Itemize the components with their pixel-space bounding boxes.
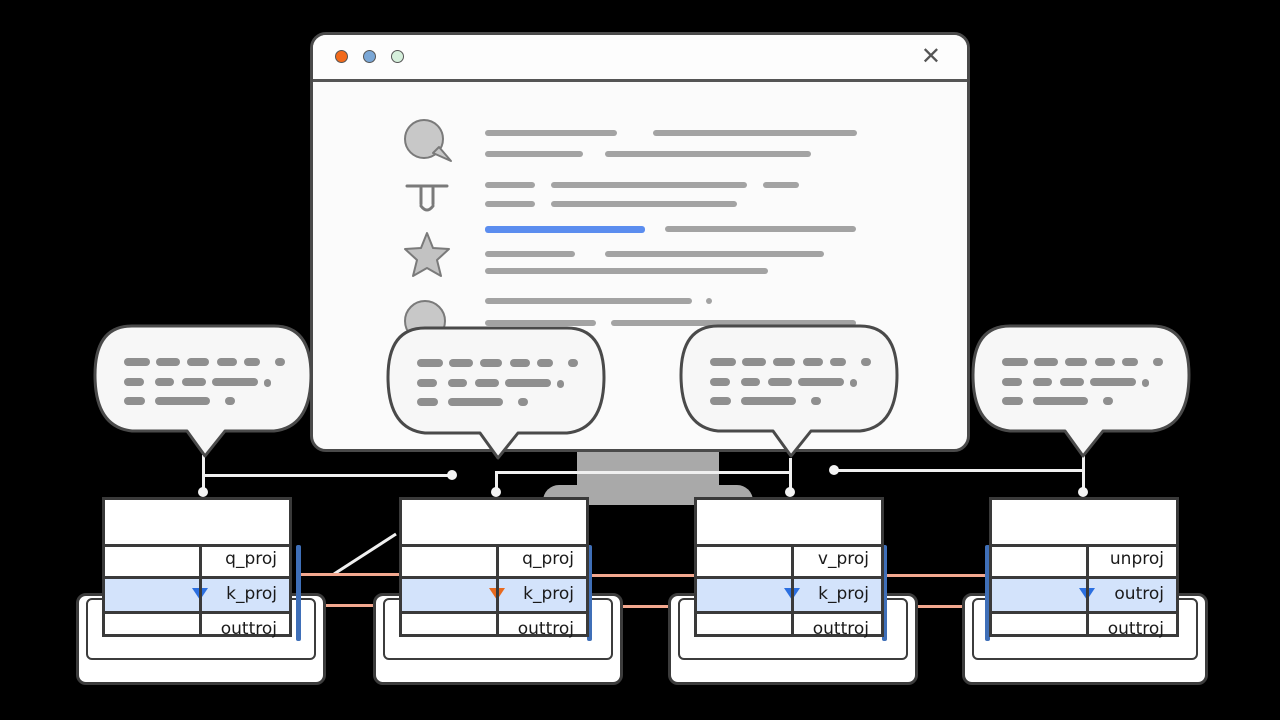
module-side-edge (587, 545, 592, 641)
module-link (300, 573, 400, 576)
row-label: q_proj (522, 549, 574, 569)
row-label: k_proj (523, 584, 574, 604)
text-line (485, 251, 575, 257)
minimize-traffic-light[interactable] (363, 50, 376, 63)
text-line (665, 226, 856, 232)
row-label: q_proj (225, 549, 277, 569)
module-row[interactable]: outtroj (105, 614, 289, 646)
speech-bubble-1 (92, 323, 314, 461)
module-divider (496, 544, 499, 634)
module-row[interactable]: q_proj (402, 544, 586, 579)
speech-bubble-3 (678, 323, 900, 461)
row-label: outroj (1114, 584, 1164, 604)
connector-line (789, 458, 792, 491)
monitor-stand-neck (577, 452, 719, 488)
module-block-top (697, 500, 881, 547)
text-line (653, 130, 857, 136)
connector-node (447, 470, 457, 480)
row-label: unproj (1109, 549, 1164, 569)
module-block-top (992, 500, 1176, 547)
module-row-highlighted[interactable]: k_proj (402, 579, 586, 614)
text-line (605, 251, 824, 257)
text-dot (706, 298, 712, 304)
row-label: outtroj (1107, 619, 1164, 639)
connector-node (1078, 487, 1088, 497)
maximize-traffic-light[interactable] (391, 50, 404, 63)
star-icon (404, 232, 450, 277)
speech-bubble-2 (385, 325, 607, 463)
connector-line (203, 474, 453, 477)
highlighted-link[interactable] (485, 226, 645, 233)
tap-pin-icon (405, 184, 449, 212)
module-block-3[interactable]: v_proj k_proj outtroj (694, 497, 884, 639)
module-divider (791, 544, 794, 634)
row-label: outtroj (517, 619, 574, 639)
module-row[interactable]: outtroj (992, 614, 1176, 646)
connector-node (491, 487, 501, 497)
module-block-1[interactable]: q_proj k_proj outtroj (102, 497, 292, 639)
module-link (885, 605, 990, 608)
module-side-edge (296, 545, 301, 641)
module-row-highlighted[interactable]: k_proj (105, 579, 289, 614)
text-line (485, 201, 535, 207)
text-line (485, 130, 617, 136)
speech-bubble-4 (970, 323, 1192, 461)
module-link (590, 574, 695, 577)
module-row[interactable]: unproj (992, 544, 1176, 579)
text-line (485, 298, 692, 304)
text-line (485, 151, 583, 157)
diagonal-connector (333, 532, 397, 576)
text-line (551, 182, 747, 188)
row-label: v_proj (817, 549, 869, 569)
close-traffic-light[interactable] (335, 50, 348, 63)
module-link (590, 605, 695, 608)
connector-node (829, 465, 839, 475)
module-row[interactable]: outtroj (402, 614, 586, 646)
module-divider (1086, 544, 1089, 634)
module-row-highlighted[interactable]: outroj (992, 579, 1176, 614)
connector-line (835, 469, 1085, 472)
module-side-edge (882, 545, 887, 641)
close-icon[interactable]: ✕ (920, 42, 941, 70)
module-block-2[interactable]: q_proj k_proj outtroj (399, 497, 589, 639)
text-line (605, 151, 811, 157)
connector-line (495, 471, 498, 491)
text-line (763, 182, 799, 188)
module-link (300, 604, 400, 607)
text-line (485, 320, 596, 326)
connector-line (202, 455, 205, 491)
chat-bubble-icon (404, 119, 452, 162)
text-line (485, 268, 768, 274)
module-row-highlighted[interactable]: k_proj (697, 579, 881, 614)
module-divider (199, 544, 202, 634)
row-label: k_proj (818, 584, 869, 604)
module-side-edge (985, 545, 990, 641)
connector-line (1082, 455, 1085, 491)
connector-node (198, 487, 208, 497)
module-block-top (402, 500, 586, 547)
row-label: outtroj (220, 619, 277, 639)
connector-line (496, 471, 792, 474)
connector-node (785, 487, 795, 497)
text-line (485, 182, 535, 188)
text-line (611, 320, 856, 326)
module-block-4[interactable]: unproj outroj outtroj (989, 497, 1179, 639)
window-titlebar: ✕ (313, 35, 967, 82)
module-link (885, 574, 990, 577)
row-label: outtroj (812, 619, 869, 639)
module-block-top (105, 500, 289, 547)
text-line (551, 201, 737, 207)
module-row[interactable]: q_proj (105, 544, 289, 579)
module-row[interactable]: outtroj (697, 614, 881, 646)
module-row[interactable]: v_proj (697, 544, 881, 579)
row-label: k_proj (226, 584, 277, 604)
